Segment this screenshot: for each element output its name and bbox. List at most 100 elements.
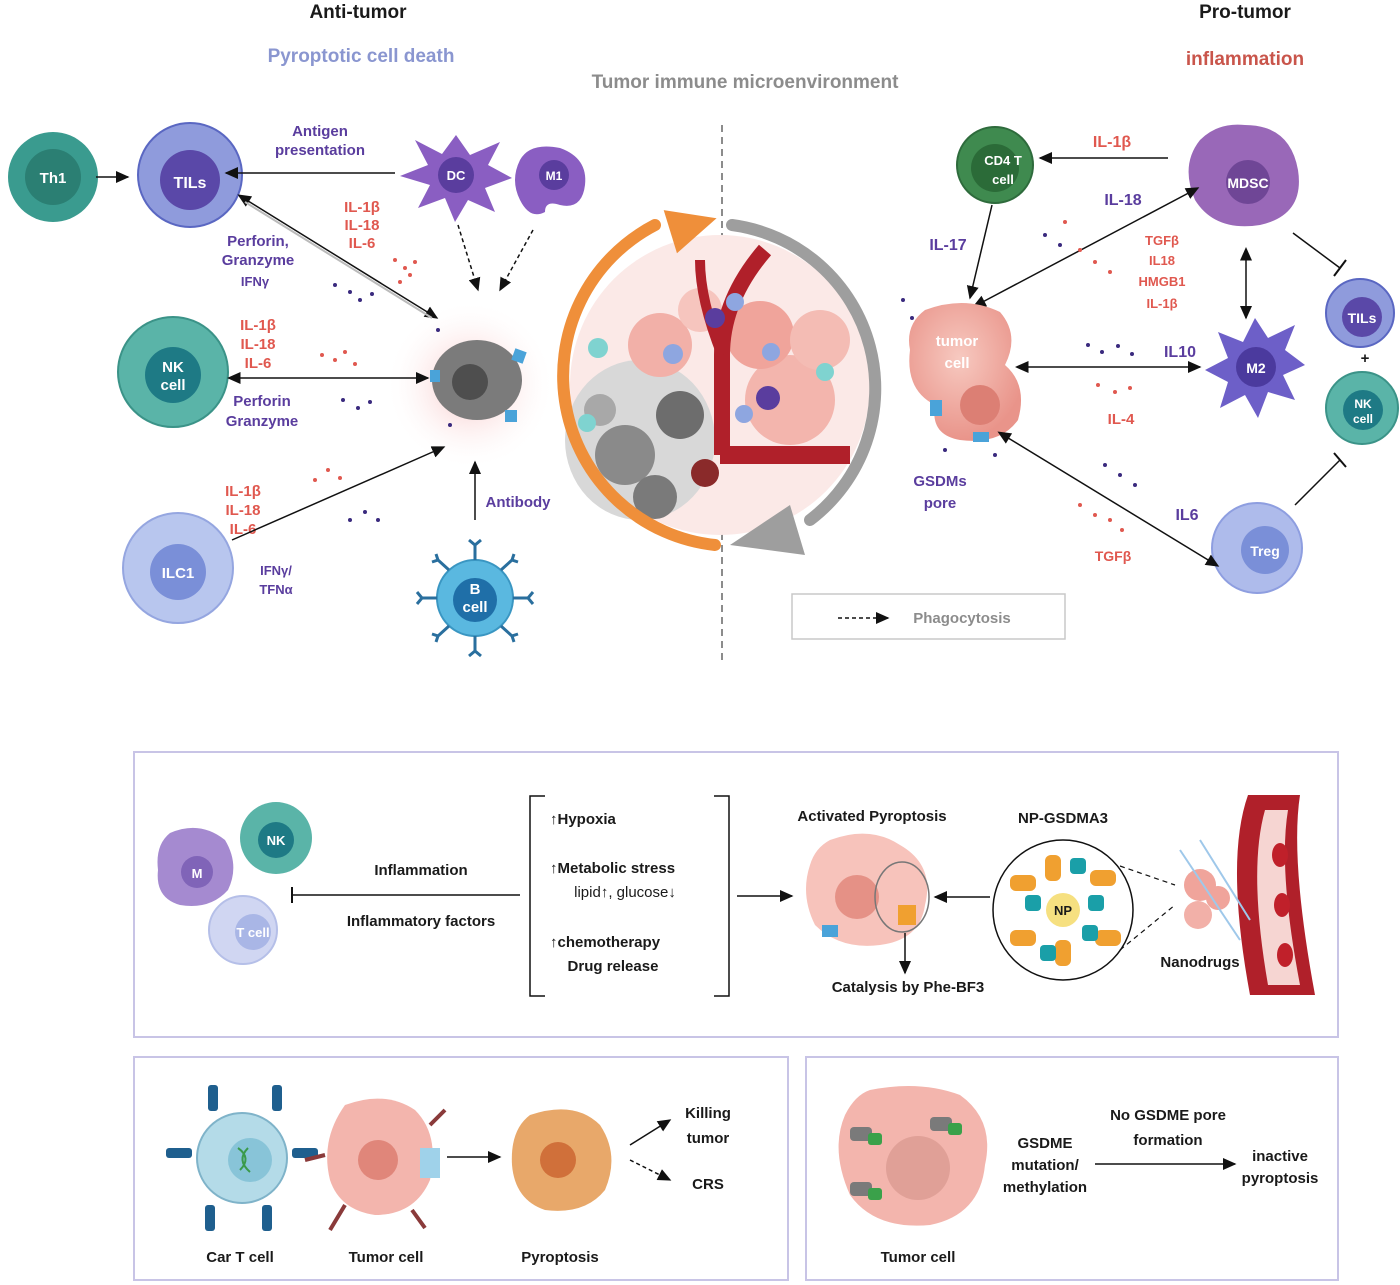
- il6-label: IL6: [1175, 507, 1198, 524]
- th1-label: Th1: [40, 170, 67, 187]
- m1-label: M1: [546, 169, 563, 183]
- np-zoom-line: [1119, 865, 1176, 886]
- tgfb-bottom-label: TGFβ: [1095, 548, 1132, 564]
- inflammation-label: Inflammation: [374, 862, 467, 879]
- il-group-c-2: IL-18: [225, 502, 260, 519]
- gsdme-tumor-cell: [838, 1086, 988, 1226]
- inflammatory-factors-label: Inflammatory factors: [347, 913, 495, 930]
- antibody-label: Antibody: [486, 494, 552, 511]
- antigen-label-2: presentation: [275, 142, 365, 159]
- il-group-b-2: IL-18: [240, 336, 275, 353]
- perforin-label-1: Perforin,: [227, 233, 289, 250]
- phagocytosis-label: Phagocytosis: [913, 610, 1011, 627]
- ilc1-cell: ILC1: [122, 512, 234, 624]
- arrow-killing-tumor: [629, 1119, 672, 1146]
- np-label: NP: [1054, 903, 1072, 918]
- nanodrug-tumor: [1179, 839, 1251, 941]
- th1-cell: Th1: [8, 132, 98, 222]
- nk-label-1: NK: [162, 359, 184, 376]
- tgfb-label-2: IL18: [1149, 253, 1175, 268]
- arrow-cd4-tumor: [966, 204, 993, 300]
- np-zoom-line: [1119, 904, 1176, 951]
- phagocytosis-legend-box: [791, 593, 1066, 640]
- blood-vessel: [1236, 795, 1315, 995]
- killing-label-2: tumor: [687, 1130, 730, 1147]
- anti-tumor-title: Anti-tumor: [309, 2, 407, 23]
- arrow-tumor-treg: [997, 431, 1220, 567]
- tils-cell: TILs: [137, 122, 243, 228]
- drug-release-label: Drug release: [568, 958, 659, 975]
- il-group-a-3: IL-6: [349, 235, 376, 252]
- nk-right-label-2: cell: [1353, 412, 1373, 426]
- antigen-label-1: Antigen: [292, 123, 348, 140]
- right-bracket: [714, 795, 730, 997]
- gsdm-pore-icon: [430, 370, 440, 382]
- gsdm-pore-icon: [511, 348, 527, 364]
- lipid-label: lipid↑, glucose↓: [574, 884, 676, 901]
- catalysis-label: Catalysis by Phe-BF3: [832, 979, 985, 996]
- t-cell-small: T cell: [208, 895, 278, 965]
- tils-right-label: TILs: [1348, 310, 1377, 326]
- m-label: M: [192, 866, 203, 881]
- gsdms-label-2: pore: [924, 495, 957, 512]
- ilc1-label: ILC1: [162, 565, 195, 582]
- inactive-label-2: pyroptosis: [1242, 1170, 1319, 1187]
- no-pore-label-1: No GSDME pore: [1110, 1107, 1226, 1124]
- arrow-crs: [629, 1159, 672, 1181]
- tme-illustration: [557, 210, 882, 555]
- np-gsdma3-particle: NP: [992, 839, 1134, 981]
- pyroptotic-cell-death-title: Pyroptotic cell death: [268, 46, 455, 67]
- il-group-b-1: IL-1β: [240, 317, 276, 334]
- tils-right-cell: TILs: [1325, 278, 1395, 348]
- cd4-label-1: CD4 T: [984, 153, 1022, 168]
- cd4-label-2: cell: [992, 172, 1014, 187]
- m-cell-small: M: [157, 827, 234, 906]
- arrow-shadow: [244, 201, 433, 319]
- arrow-tumor-mdsc: [972, 187, 1200, 308]
- cytokine-dots: [313, 220, 1137, 532]
- ifn-label-1: IFNγ/: [260, 563, 292, 578]
- crs-label: CRS: [692, 1176, 724, 1193]
- tumor-cell-right: tumor cell: [909, 302, 1022, 442]
- nk-cell: NK cell: [117, 316, 229, 428]
- perforin-b-2: Granzyme: [226, 413, 299, 430]
- arrow-m1-phagocytosis: [499, 229, 534, 292]
- m2-label: M2: [1246, 360, 1266, 376]
- il-group-a-1: IL-1β: [344, 199, 380, 216]
- tumor-label-1: tumor: [936, 333, 979, 350]
- m1-cell: M1: [515, 146, 586, 215]
- nk-right-label-1: NK: [1354, 397, 1372, 411]
- b-cell: B cell: [415, 538, 535, 658]
- perforin-b-1: Perforin: [233, 393, 291, 410]
- b-label-2: cell: [462, 599, 487, 616]
- nk-cell-small: NK: [240, 802, 312, 874]
- tme-title: Tumor immune microenvironment: [592, 72, 900, 93]
- il-group-a-2: IL-18: [344, 217, 379, 234]
- tumor-cell-label: Tumor cell: [349, 1249, 424, 1266]
- il17-label: IL-17: [929, 237, 966, 254]
- plus-sign: +: [1361, 350, 1370, 367]
- inhibit-mdsc-tils: [1292, 232, 1341, 269]
- gsdms-label-1: GSDMs: [913, 473, 966, 490]
- gsdme-label-2: mutation/: [1011, 1157, 1079, 1174]
- car-t-label: Car T cell: [206, 1249, 274, 1266]
- il18-right-label: IL-18: [1104, 192, 1141, 209]
- il1b-right-label: IL-1β: [1093, 134, 1131, 151]
- activated-pyroptosis-cell: [806, 833, 930, 946]
- no-pore-label-2: formation: [1133, 1132, 1202, 1149]
- nk-right-cell: NK cell: [1325, 371, 1399, 445]
- tumor-cell-right-label: Tumor cell: [881, 1249, 956, 1266]
- dc-label: DC: [447, 168, 466, 183]
- arrow-tils-tumor: [237, 194, 439, 319]
- gsdme-label-3: methylation: [1003, 1179, 1087, 1196]
- il-group-c-1: IL-1β: [225, 483, 261, 500]
- il4-label: IL-4: [1108, 411, 1135, 428]
- nanodrugs-label: Nanodrugs: [1160, 954, 1239, 971]
- killing-label-1: Killing: [685, 1105, 731, 1122]
- bottom-tumor-cell: [304, 1098, 447, 1232]
- il-group-c-3: IL-6: [230, 521, 257, 538]
- dying-cell-nucleus: [452, 364, 488, 400]
- ifn-label-2: TFNα: [259, 582, 292, 597]
- nk-label-2: cell: [160, 377, 185, 394]
